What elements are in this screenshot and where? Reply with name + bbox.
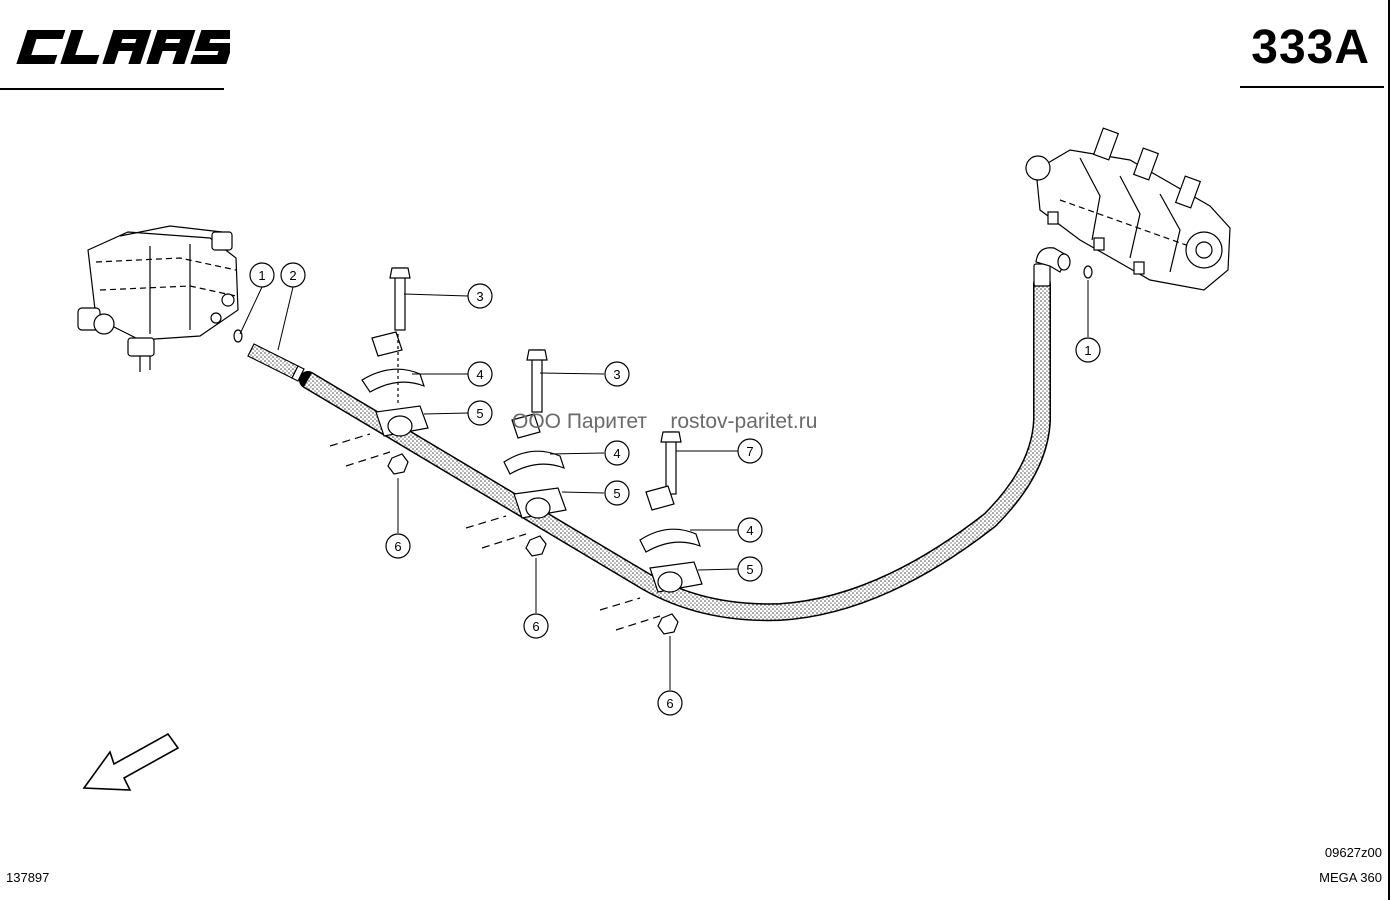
svg-text:2: 2	[289, 268, 296, 283]
callout-leaders	[239, 280, 1089, 690]
claas-logo	[16, 30, 230, 64]
callout-bolt-a: 3	[467, 283, 493, 309]
svg-text:3: 3	[613, 367, 620, 382]
svg-text:1: 1	[258, 268, 265, 283]
callout-clamp-bottom-c: 5	[737, 556, 763, 582]
callout-valve-washer: 1	[249, 262, 275, 288]
callout-bolt-b: 3	[604, 361, 630, 387]
direction-arrow-icon	[82, 732, 180, 791]
svg-text:1: 1	[1084, 343, 1091, 358]
svg-text:5: 5	[476, 406, 483, 421]
svg-text:6: 6	[394, 539, 401, 554]
callout-clamp-top-c: 4	[737, 517, 763, 543]
svg-text:4: 4	[476, 367, 483, 382]
sheet-number: 333A	[1251, 21, 1370, 74]
control-valve-block	[77, 225, 239, 372]
header-rule-right	[1240, 86, 1384, 88]
footer-model: MEGA 360	[1319, 870, 1382, 885]
hydraulic-pump-assembly	[1025, 127, 1231, 291]
svg-text:5: 5	[613, 486, 620, 501]
header-rule-left	[0, 88, 224, 90]
callout-nut-c: 6	[657, 690, 683, 716]
svg-text:4: 4	[746, 523, 753, 538]
callout-hose-fitting: 2	[280, 262, 306, 288]
clamp-assembly-b	[465, 349, 567, 557]
hose-end-fitting	[233, 329, 305, 382]
svg-text:7: 7	[746, 444, 753, 459]
svg-text:5: 5	[746, 562, 753, 577]
callout-pump-washer: 1	[1075, 337, 1101, 363]
footer-left-code: 137897	[6, 870, 50, 885]
svg-text:4: 4	[613, 446, 620, 461]
callout-clamp-bottom-a: 5	[467, 400, 493, 426]
watermark-text: ООО Паритет rostov-paritet.ru	[512, 410, 818, 433]
svg-text:3: 3	[476, 289, 483, 304]
clamp-assembly-c	[599, 431, 703, 635]
clamp-assembly-a	[329, 267, 429, 475]
frame-border-right	[1388, 0, 1390, 900]
callout-bolt-c: 7	[737, 438, 763, 464]
footer-drawing-code: 09627z00	[1324, 845, 1382, 860]
svg-text:6: 6	[666, 696, 673, 711]
svg-text:6: 6	[532, 619, 539, 634]
callout-clamp-bottom-b: 5	[604, 480, 630, 506]
callout-clamp-top-b: 4	[604, 440, 630, 466]
callout-nut-b: 6	[523, 613, 549, 639]
callout-clamp-top-a: 4	[467, 361, 493, 387]
elbow-fitting	[1033, 247, 1071, 287]
callout-nut-a: 6	[385, 533, 411, 559]
